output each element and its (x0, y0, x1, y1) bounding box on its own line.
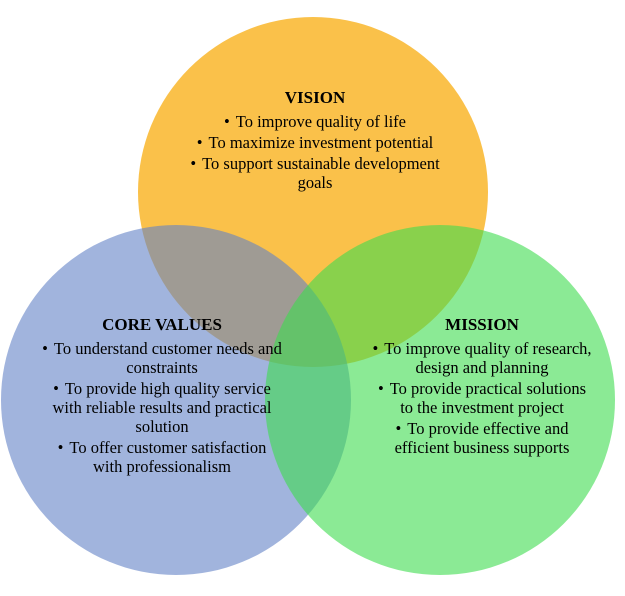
core-values-title: CORE VALUES (102, 315, 222, 334)
core-values-item: •To provide high quality service with re… (42, 379, 282, 436)
mission-item: • To provide practical solutions to the i… (372, 379, 592, 417)
vision-item-text: To support sustainable development goals (202, 154, 440, 192)
mission-item-text: To provide effective and efficient busin… (394, 419, 570, 457)
core-values-item-text: To provide high quality service with rel… (52, 379, 272, 436)
bullet-icon: • (196, 133, 203, 152)
core-values-item: • To offer customer satisfaction with pro… (42, 438, 282, 476)
mission-list: •To improve quality of research, design … (372, 339, 592, 457)
mission-item-text: To improve quality of research, design a… (384, 339, 592, 377)
vision-block: VISION • To improve quality of life • To m… (190, 88, 440, 194)
vision-title: VISION (284, 88, 346, 107)
bullet-icon: • (377, 379, 384, 398)
core-values-item-text: To understand customer needs and constra… (53, 339, 282, 377)
core-values-list: • To understand customer needs and constr… (42, 339, 282, 476)
vision-item-text: To maximize investment potential (208, 133, 434, 152)
bullet-icon: • (190, 154, 197, 173)
vision-item-text: To improve quality of life (235, 112, 406, 131)
vision-item: • To improve quality of life (190, 112, 440, 131)
core-values-circle (1, 225, 351, 575)
bullet-icon: • (57, 438, 64, 457)
bullet-icon: • (53, 379, 59, 398)
core-values-item: • To understand customer needs and constr… (42, 339, 282, 377)
mission-block: MISSION •To improve quality of research,… (372, 315, 592, 459)
mission-circle (265, 225, 615, 575)
bullet-icon: • (395, 419, 402, 438)
vision-item: • To support sustainable development goal… (190, 154, 440, 192)
core-values-block: CORE VALUES • To understand customer need… (42, 315, 282, 478)
vision-item: • To maximize investment potential (190, 133, 440, 152)
mission-title: MISSION (445, 315, 519, 334)
mission-item: • To improve quality of research, design … (372, 339, 592, 377)
mission-item: •To provide effective and efficient busi… (372, 419, 592, 457)
core-values-item-text: To offer customer satisfaction with prof… (69, 438, 267, 476)
mission-item-text: To provide practical solutions to the in… (389, 379, 587, 417)
bullet-icon: • (372, 339, 379, 358)
bullet-icon: • (223, 112, 230, 131)
bullet-icon: • (42, 339, 48, 358)
vision-list: • To improve quality of life • To maximize… (190, 112, 440, 192)
